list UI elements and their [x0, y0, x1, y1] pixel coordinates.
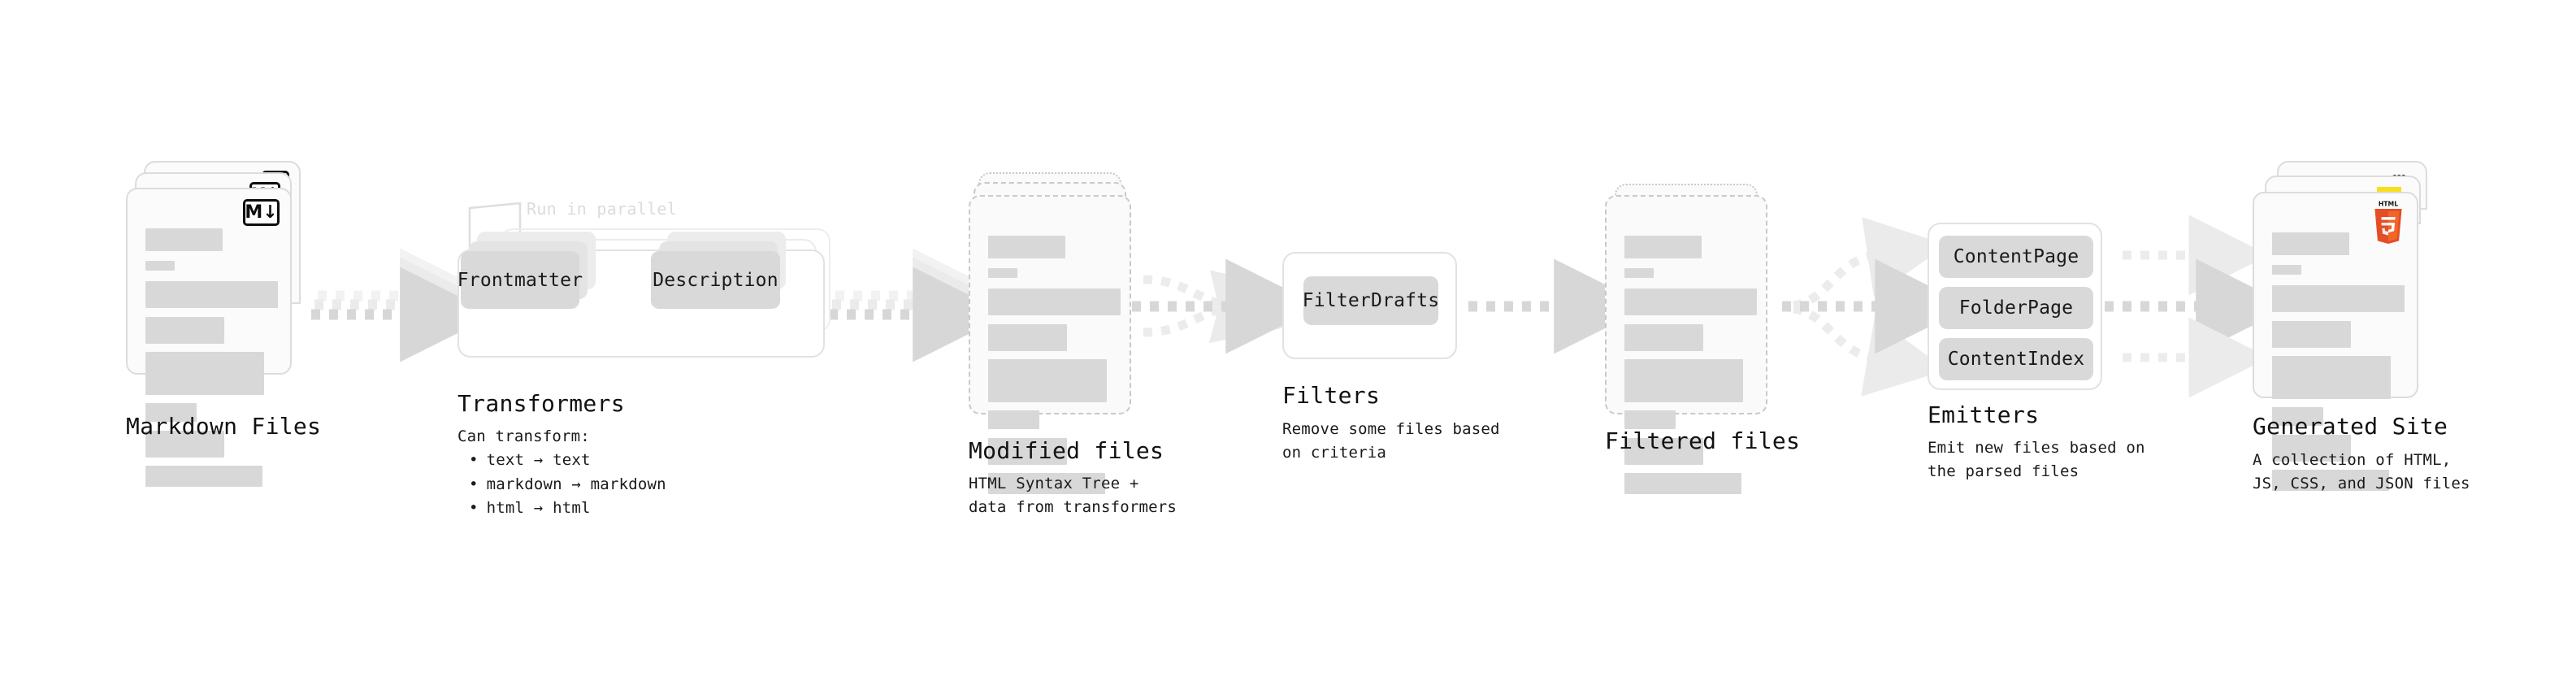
doc-content-bar [145, 317, 224, 344]
doc-content-bar [988, 473, 1105, 494]
generated-site-caption: A collection of HTML, JS, CSS, and JSON … [2253, 451, 2470, 492]
arrow-markdown-to-transformers [311, 248, 496, 362]
filtered-files-title: Filtered files [1605, 427, 1801, 454]
doc-content-bar [145, 261, 175, 271]
doc-content-bar [1624, 438, 1703, 465]
generated-site-title: Generated Site [2253, 413, 2448, 440]
folderpage-chip[interactable]: FolderPage [1939, 287, 2093, 329]
arrow-filtered-to-emitters [1782, 217, 1971, 397]
contentindex-chip[interactable]: ContentIndex [1939, 338, 2093, 380]
doc-content-bar [988, 288, 1121, 315]
filters-group: FilterDrafts [1282, 252, 1457, 359]
contentpage-chip[interactable]: ContentPage [1939, 236, 2093, 278]
doc-content-bar [2272, 321, 2351, 348]
description-chip-label: Description [653, 269, 778, 291]
doc-content-bar [2272, 407, 2323, 426]
transformers-bullet-list: text → text markdown → markdown html → h… [469, 449, 666, 520]
filterdrafts-chip-label: FilterDrafts [1302, 290, 1440, 311]
doc-content-bar [2272, 232, 2349, 255]
doc-content-bar [1624, 236, 1702, 258]
doc-content-bar [1624, 288, 1757, 315]
doc-content-bar [988, 438, 1067, 465]
doc-content-bar [988, 268, 1017, 278]
doc-content-bar [145, 281, 278, 308]
doc-content-bar [988, 410, 1039, 429]
markdown-icon: M↓ [243, 199, 280, 226]
list-item: html → html [469, 497, 666, 520]
doc-content-bar [145, 403, 197, 422]
emitters-group: ContentPage FolderPage ContentIndex [1928, 223, 2102, 390]
modified-card-front [969, 195, 1131, 494]
filterdrafts-chip[interactable]: FilterDrafts [1302, 276, 1440, 325]
doc-content-bar [2272, 470, 2389, 491]
markdown-icon-m: M [245, 202, 263, 223]
doc-content-bar [145, 431, 224, 458]
frontmatter-chip-label: Frontmatter [457, 269, 583, 291]
doc-content-bar [2272, 285, 2405, 312]
doc-content-bar [1624, 473, 1741, 494]
doc-content-bar [1624, 359, 1743, 402]
transformer-group-front: Frontmatter Description [458, 232, 825, 358]
doc-content-bar [988, 359, 1107, 402]
transformers-caption-lead: Can transform: [458, 427, 590, 445]
doc-content-bar [1624, 324, 1703, 351]
generated-site-card-front: HTML [2253, 192, 2418, 491]
html5-icon: HTML [2374, 201, 2402, 244]
contentindex-chip-label: ContentIndex [1947, 349, 2085, 370]
folderpage-chip-label: FolderPage [1958, 297, 2074, 319]
run-in-parallel-label: Run in parallel [527, 199, 678, 219]
doc-content-bar [145, 228, 223, 251]
transformers-title: Transformers [458, 390, 625, 417]
arrow-emitters-to-site [2105, 215, 2292, 398]
markdown-icon-arrow: ↓ [262, 202, 278, 223]
doc-content-bar [1624, 410, 1676, 429]
description-chip[interactable]: Description [651, 251, 780, 309]
doc-content-bar [145, 352, 264, 395]
emitters-title: Emitters [1928, 401, 2040, 428]
doc-content-bar [988, 324, 1067, 351]
filters-title: Filters [1282, 382, 1381, 409]
filtered-card-front [1605, 195, 1767, 494]
arrow-transformers-to-modified [829, 248, 1008, 362]
modified-files-caption: HTML Syntax Tree + data from transformer… [969, 475, 1177, 516]
doc-content-bar [145, 466, 262, 487]
filters-caption: Remove some files based on criteria [1282, 420, 1500, 462]
markdown-files-title: Markdown Files [126, 413, 322, 440]
modified-files-title: Modified files [969, 437, 1164, 464]
doc-content-bar [2272, 435, 2351, 462]
doc-content-bar [2272, 356, 2391, 399]
transformers-caption: Can transform: text → text markdown → ma… [458, 425, 666, 521]
arrow-modified-to-filters [1132, 258, 1321, 354]
list-item: text → text [469, 449, 666, 472]
doc-content-bar [2272, 265, 2301, 275]
contentpage-chip-label: ContentPage [1953, 246, 2079, 267]
svg-text:HTML: HTML [2379, 201, 2398, 208]
frontmatter-chip[interactable]: Frontmatter [458, 251, 583, 309]
markdown-card-front: M↓ [126, 188, 292, 487]
doc-content-bar [988, 236, 1065, 258]
emitters-caption: Emit new files based on the parsed files [1928, 439, 2145, 480]
list-item: markdown → markdown [469, 473, 666, 497]
doc-content-bar [1624, 268, 1654, 278]
